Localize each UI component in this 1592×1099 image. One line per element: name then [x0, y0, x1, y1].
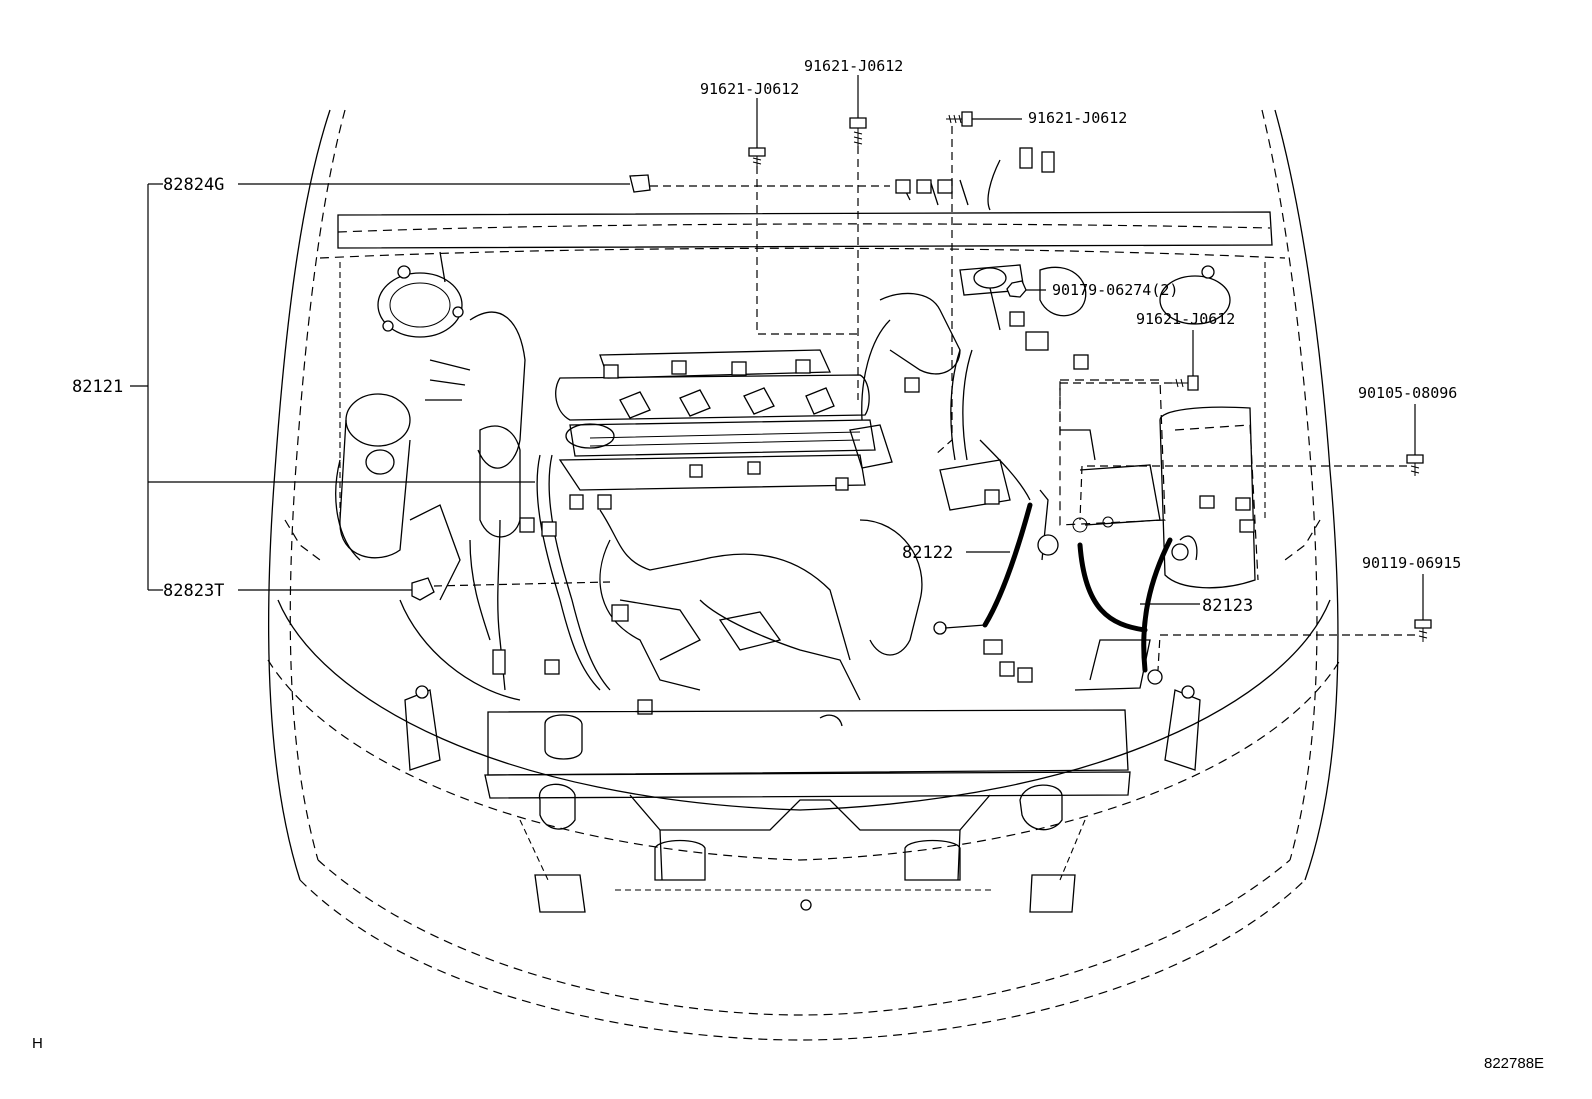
harness-clamp-icon	[411, 577, 435, 601]
part-number-label: 90119-06915	[1362, 554, 1461, 572]
diagram-number: 822788E	[1484, 1055, 1544, 1072]
vehicle-body-outline	[267, 109, 1341, 1041]
part-number-label: 90179-06274(2)	[1052, 281, 1178, 299]
part-number-label: 91621-J0612	[1028, 109, 1127, 127]
radiator-support	[404, 685, 1201, 913]
part-number-label: 91621-J0612	[804, 57, 903, 75]
part-number-label: 82122	[902, 543, 953, 563]
harness-clip-icon	[629, 174, 651, 193]
wiring-harness-runs	[469, 349, 1096, 715]
bolt-icon	[849, 117, 867, 146]
part-number-label: 90105-08096	[1358, 384, 1457, 402]
bolt-icon	[1414, 619, 1432, 642]
cowl-panel	[319, 211, 1286, 520]
left-engine-bay-components	[335, 251, 526, 701]
right-engine-bay-components	[1037, 265, 1259, 691]
bolt-icon	[946, 111, 973, 127]
part-number-label: 91621-J0612	[700, 80, 799, 98]
bolt-icon	[1406, 454, 1424, 476]
part-number-label: 82824G	[163, 175, 224, 195]
fastener-icons	[411, 111, 1432, 642]
battery-cables	[933, 502, 1173, 685]
part-number-label: 82823T	[163, 581, 224, 601]
corner-mark: H	[32, 1035, 43, 1052]
bolt-icon	[1172, 375, 1199, 391]
part-number-label: 82123	[1202, 596, 1253, 616]
engine-assembly	[555, 147, 1089, 701]
leader-lines	[130, 75, 1424, 671]
bolt-icon	[748, 147, 766, 166]
nut-icon	[1006, 280, 1027, 298]
part-number-label: 82121	[72, 377, 123, 397]
part-number-label: 91621-J0612	[1136, 310, 1235, 328]
